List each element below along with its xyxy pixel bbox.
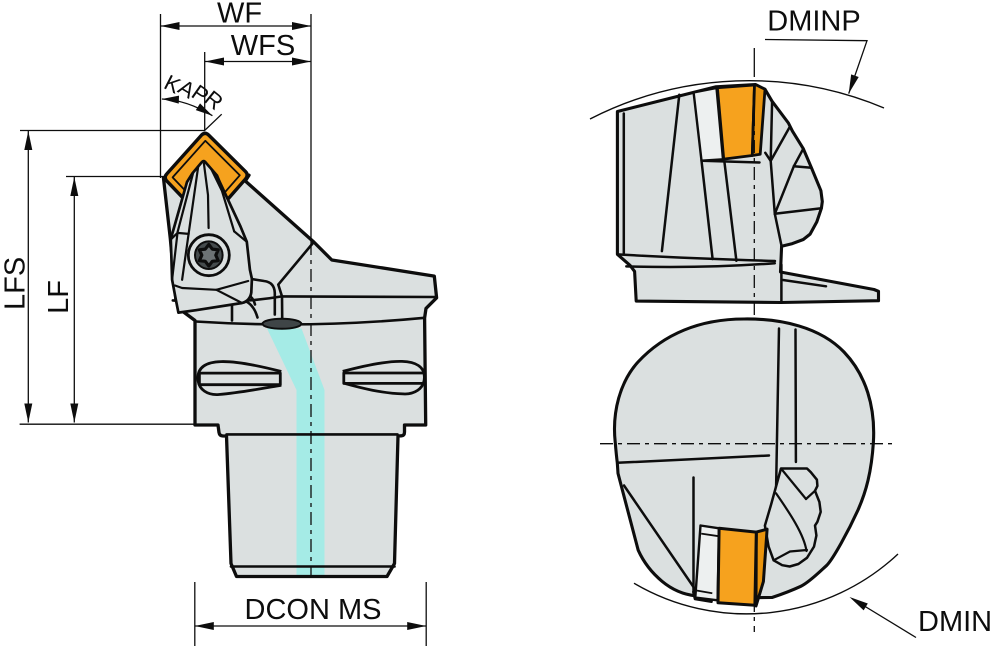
svg-text:DMINP: DMINP	[767, 6, 860, 38]
svg-text:WF: WF	[217, 0, 262, 29]
svg-text:LFS: LFS	[0, 257, 32, 310]
svg-text:LF: LF	[43, 280, 75, 314]
svg-text:DMIN: DMIN	[918, 606, 992, 638]
svg-text:WFS: WFS	[231, 30, 295, 62]
svg-text:DCON MS: DCON MS	[245, 594, 382, 626]
